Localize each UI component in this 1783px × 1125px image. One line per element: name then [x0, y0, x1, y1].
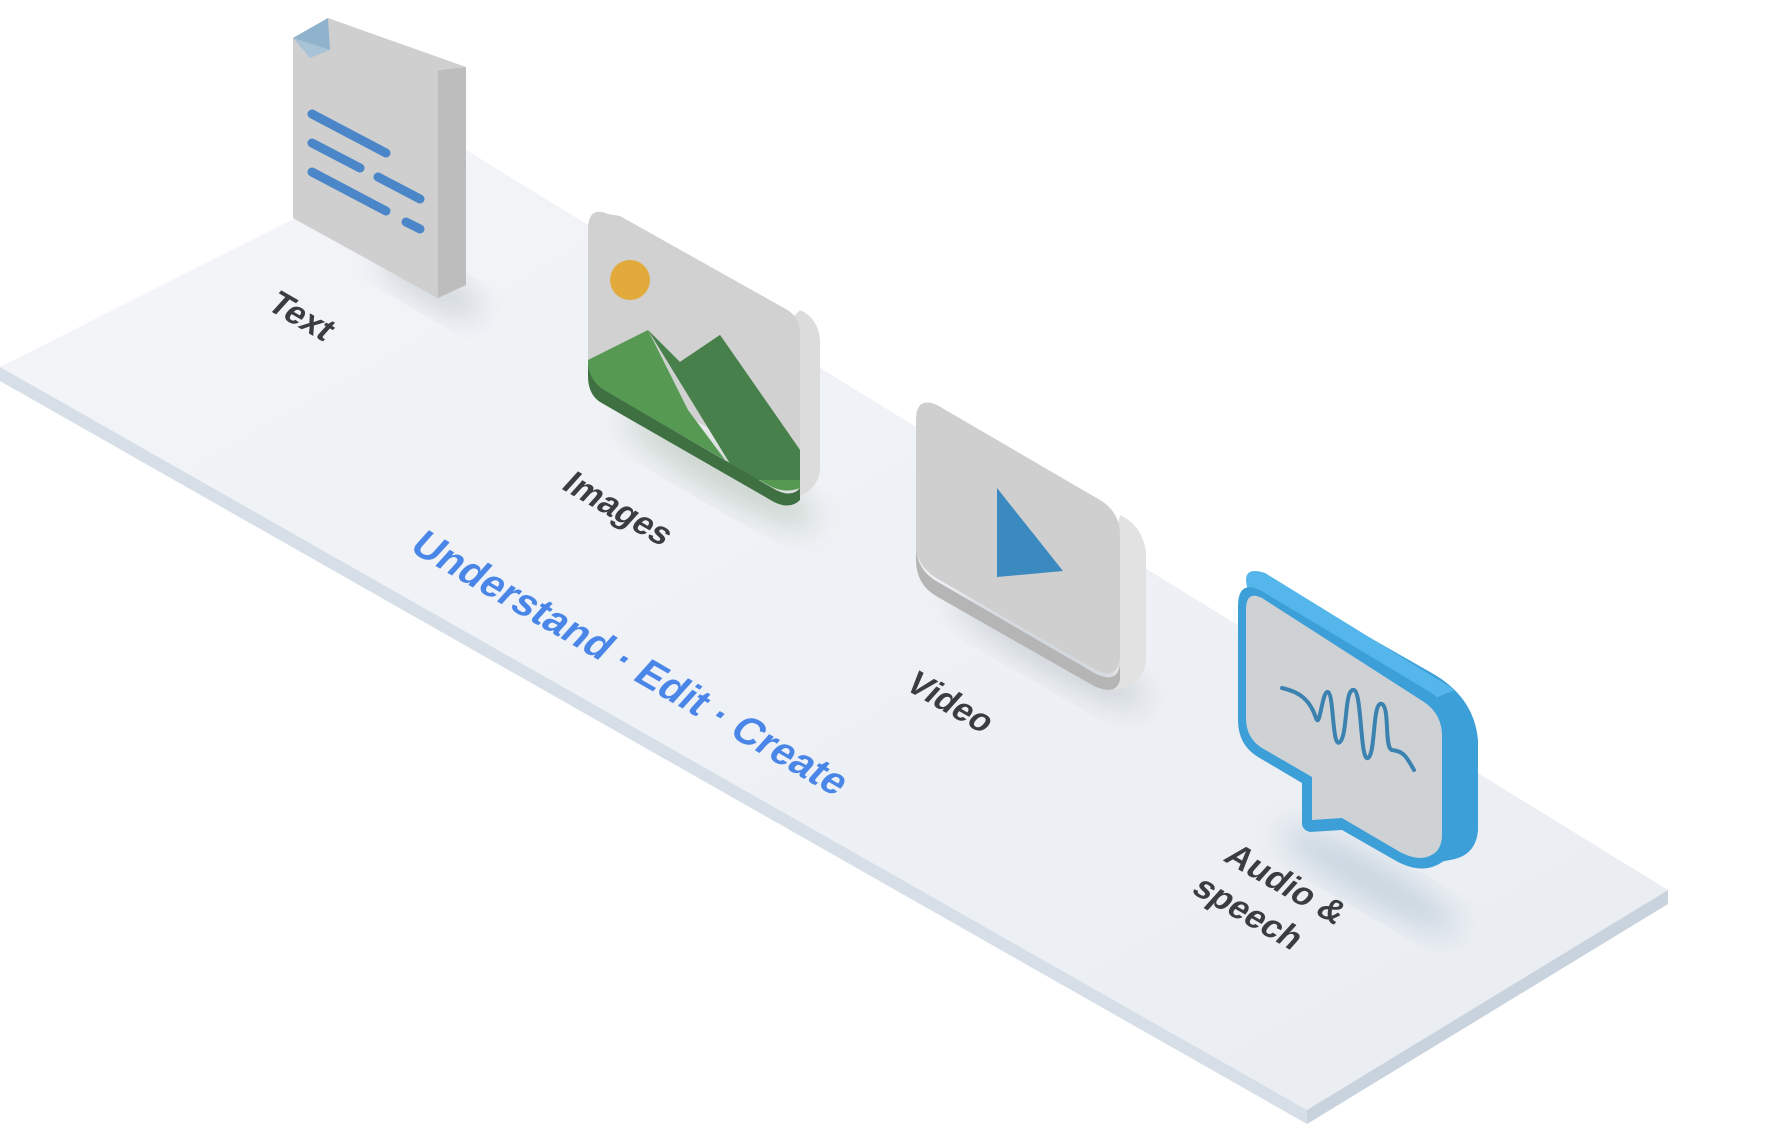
audio-waveform [1280, 686, 1416, 772]
play-triangle [997, 488, 1063, 577]
document-icon [293, 18, 466, 302]
audio-speech-bubble-icon [1238, 571, 1478, 869]
video-play-icon [916, 402, 1146, 690]
platform-top [0, 140, 1668, 1110]
platform [0, 140, 1668, 1124]
image-icon [588, 211, 820, 506]
platform-right-edge [1307, 890, 1668, 1124]
platform-front-edge [0, 367, 1307, 1124]
